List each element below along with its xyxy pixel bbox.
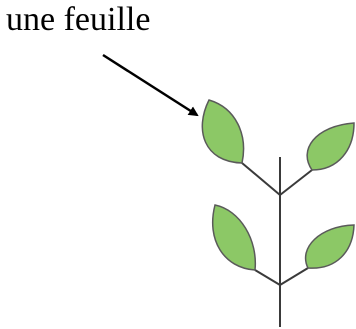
leaf-lower-right: [304, 224, 355, 269]
branch-lower-right: [279, 267, 309, 286]
leaf-upper-right: [306, 122, 355, 171]
leaf-upper-left: [201, 99, 245, 164]
pointer-arrow: [102, 53, 199, 117]
leaf-label: une feuille: [6, 1, 151, 38]
branch-upper-right: [279, 169, 313, 196]
branch-lower-left: [254, 269, 281, 286]
branch-upper-left: [241, 162, 281, 196]
leaf-lower-left: [211, 204, 257, 271]
